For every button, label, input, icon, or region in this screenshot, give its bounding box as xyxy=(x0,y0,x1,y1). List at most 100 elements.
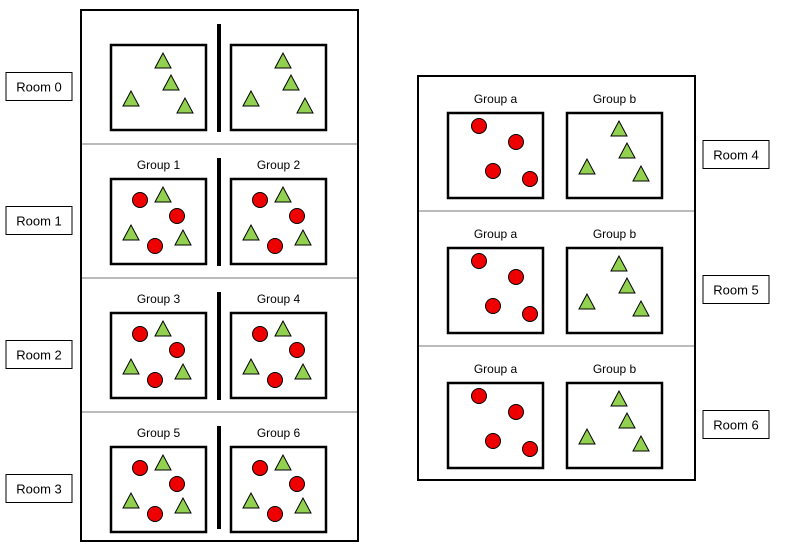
red-circle-icon xyxy=(267,506,283,522)
red-circle-icon xyxy=(252,460,268,476)
green-triangle-icon xyxy=(274,319,292,337)
green-triangle-icon xyxy=(174,496,192,514)
green-triangle-icon xyxy=(610,254,628,272)
green-triangle-icon xyxy=(618,141,636,159)
room-label-0: Room 0 xyxy=(16,80,62,95)
red-circle-icon xyxy=(267,238,283,254)
room-4-row: Group a Group b Room 4 xyxy=(446,92,770,200)
green-triangle-icon xyxy=(610,119,628,137)
group-box xyxy=(565,381,664,470)
green-triangle-icon xyxy=(122,223,140,241)
room-label-2-box xyxy=(5,340,73,369)
red-circle-icon xyxy=(471,118,487,134)
group-box-2-0 xyxy=(109,311,208,400)
green-triangle-icon xyxy=(122,357,140,375)
red-circle-icon xyxy=(522,171,538,187)
green-triangle-icon xyxy=(174,362,192,380)
red-circle-icon xyxy=(485,163,501,179)
room-label-4: Room 4 xyxy=(713,148,759,163)
room-label-3-box xyxy=(5,474,73,503)
red-circle-icon xyxy=(169,342,185,358)
red-circle-icon xyxy=(522,306,538,322)
room-0-row: Room 0 xyxy=(5,24,328,132)
group-box xyxy=(109,43,208,132)
red-circle-icon xyxy=(289,208,305,224)
group-label: Group b xyxy=(593,92,637,106)
group-label: Group a xyxy=(474,227,518,241)
group-box-5-0 xyxy=(446,246,545,335)
green-triangle-icon xyxy=(122,89,140,107)
room-label-6: Room 6 xyxy=(713,418,759,433)
green-triangle-icon xyxy=(274,185,292,203)
group-label: Group 3 xyxy=(137,292,181,306)
green-triangle-icon xyxy=(294,228,312,246)
green-triangle-icon xyxy=(632,434,650,452)
red-circle-icon xyxy=(267,372,283,388)
group-box xyxy=(229,43,328,132)
red-circle-icon xyxy=(508,269,524,285)
green-triangle-icon xyxy=(296,96,314,114)
green-triangle-icon xyxy=(162,73,180,91)
green-triangle-icon xyxy=(154,185,172,203)
green-triangle-icon xyxy=(274,453,292,471)
red-circle-icon xyxy=(485,298,501,314)
green-triangle-icon xyxy=(578,292,596,310)
green-triangle-icon xyxy=(154,453,172,471)
green-triangle-icon xyxy=(610,389,628,407)
red-circle-icon xyxy=(471,388,487,404)
red-circle-icon xyxy=(508,404,524,420)
red-circle-icon xyxy=(132,460,148,476)
group-box-6-1 xyxy=(565,381,664,470)
group-label: Group 6 xyxy=(257,426,301,440)
green-triangle-icon xyxy=(176,96,194,114)
group-label: Group b xyxy=(593,362,637,376)
red-circle-icon xyxy=(147,238,163,254)
green-triangle-icon xyxy=(242,357,260,375)
room-6-row: Group a Group b Room 6 xyxy=(446,362,770,470)
red-circle-icon xyxy=(471,253,487,269)
group-box-4-0 xyxy=(446,111,545,200)
room-label-5: Room 5 xyxy=(713,283,759,298)
green-triangle-icon xyxy=(122,491,140,509)
green-triangle-icon xyxy=(282,73,300,91)
green-triangle-icon xyxy=(154,319,172,337)
green-triangle-icon xyxy=(632,299,650,317)
red-circle-icon xyxy=(522,441,538,457)
right-panel: Group a Group b Room 4 Group a Group b Room 5… xyxy=(417,75,770,481)
room-label-1: Room 1 xyxy=(16,214,62,229)
green-triangle-icon xyxy=(632,164,650,182)
group-box-4-1 xyxy=(565,111,664,200)
red-circle-icon xyxy=(289,476,305,492)
group-box-6-0 xyxy=(446,381,545,470)
red-circle-icon xyxy=(289,342,305,358)
group-box-0-0 xyxy=(109,43,208,132)
green-triangle-icon xyxy=(578,157,596,175)
green-triangle-icon xyxy=(174,228,192,246)
red-circle-icon xyxy=(132,192,148,208)
green-triangle-icon xyxy=(578,427,596,445)
group-box-3-1 xyxy=(229,445,328,534)
red-circle-icon xyxy=(252,326,268,342)
group-label: Group a xyxy=(474,362,518,376)
room-5-row: Group a Group b Room 5 xyxy=(446,227,770,335)
group-box xyxy=(565,111,664,200)
group-box xyxy=(565,246,664,335)
group-label: Group b xyxy=(593,227,637,241)
green-triangle-icon xyxy=(294,496,312,514)
red-circle-icon xyxy=(132,326,148,342)
green-triangle-icon xyxy=(294,362,312,380)
green-triangle-icon xyxy=(242,491,260,509)
group-box-2-1 xyxy=(229,311,328,400)
red-circle-icon xyxy=(169,476,185,492)
green-triangle-icon xyxy=(242,89,260,107)
group-box-1-1 xyxy=(229,177,328,266)
group-label: Group 4 xyxy=(257,292,301,306)
group-label: Group a xyxy=(474,92,518,106)
red-circle-icon xyxy=(169,208,185,224)
red-circle-icon xyxy=(252,192,268,208)
